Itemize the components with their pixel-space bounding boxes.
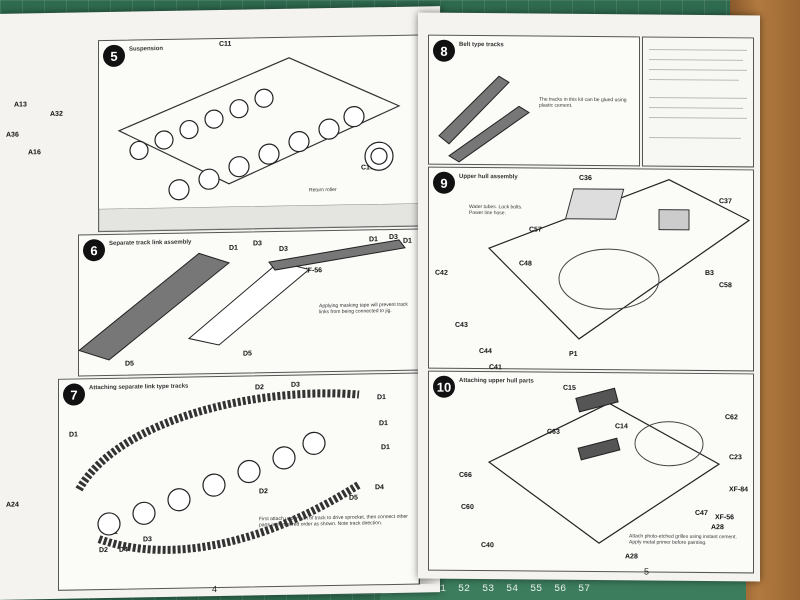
ruler-number: 54 — [506, 583, 519, 595]
step-5-panel: 5 Suspension C11 C10 Return roller — [98, 34, 420, 233]
page-number: 4 — [212, 584, 218, 595]
instruction-page-left: A13 A32 A36 A16 A24 5 Suspension C11 C10… — [0, 6, 440, 600]
ruler-number: 56 — [554, 583, 567, 595]
part-label: A32 — [50, 110, 63, 118]
upper-hull-parts-diagram — [487, 387, 721, 544]
track-jig-diagram — [77, 239, 406, 361]
instruction-page-right: 8 Belt type tracks The tracks in this ki… — [418, 12, 760, 582]
suspension-diagram — [98, 57, 420, 232]
step-9-panel: 9 Upper hull assembly Water tubes. Lock … — [428, 166, 754, 372]
part-label: A24 — [6, 501, 19, 509]
step-8-panel: 8 Belt type tracks The tracks in this ki… — [428, 34, 640, 167]
part-label: A36 — [6, 131, 19, 139]
upper-hull-diagram — [487, 179, 751, 340]
ruler-number: 55 — [530, 583, 543, 595]
mat-ruler: 495051525354555657 — [380, 578, 746, 600]
ruler-number: 57 — [578, 583, 591, 595]
step-6-panel: 6 Separate track link assembly D1 D3 D3 … — [77, 228, 420, 377]
ruler-number: 51 — [434, 583, 447, 595]
step-10-panel: 10 Attaching upper hull parts C15 C14 C6… — [428, 370, 754, 574]
ruler-number: 52 — [458, 583, 471, 595]
step-8-notes — [642, 36, 754, 168]
track-installation-diagram — [75, 389, 362, 554]
step-7-panel: 7 Attaching separate link type tracks D1… — [58, 372, 420, 591]
part-label: A13 — [14, 101, 27, 109]
ruler-number: 53 — [482, 583, 495, 595]
belt-track-diagram — [438, 75, 530, 163]
part-label: A16 — [28, 149, 41, 157]
page-number: 5 — [644, 566, 650, 577]
